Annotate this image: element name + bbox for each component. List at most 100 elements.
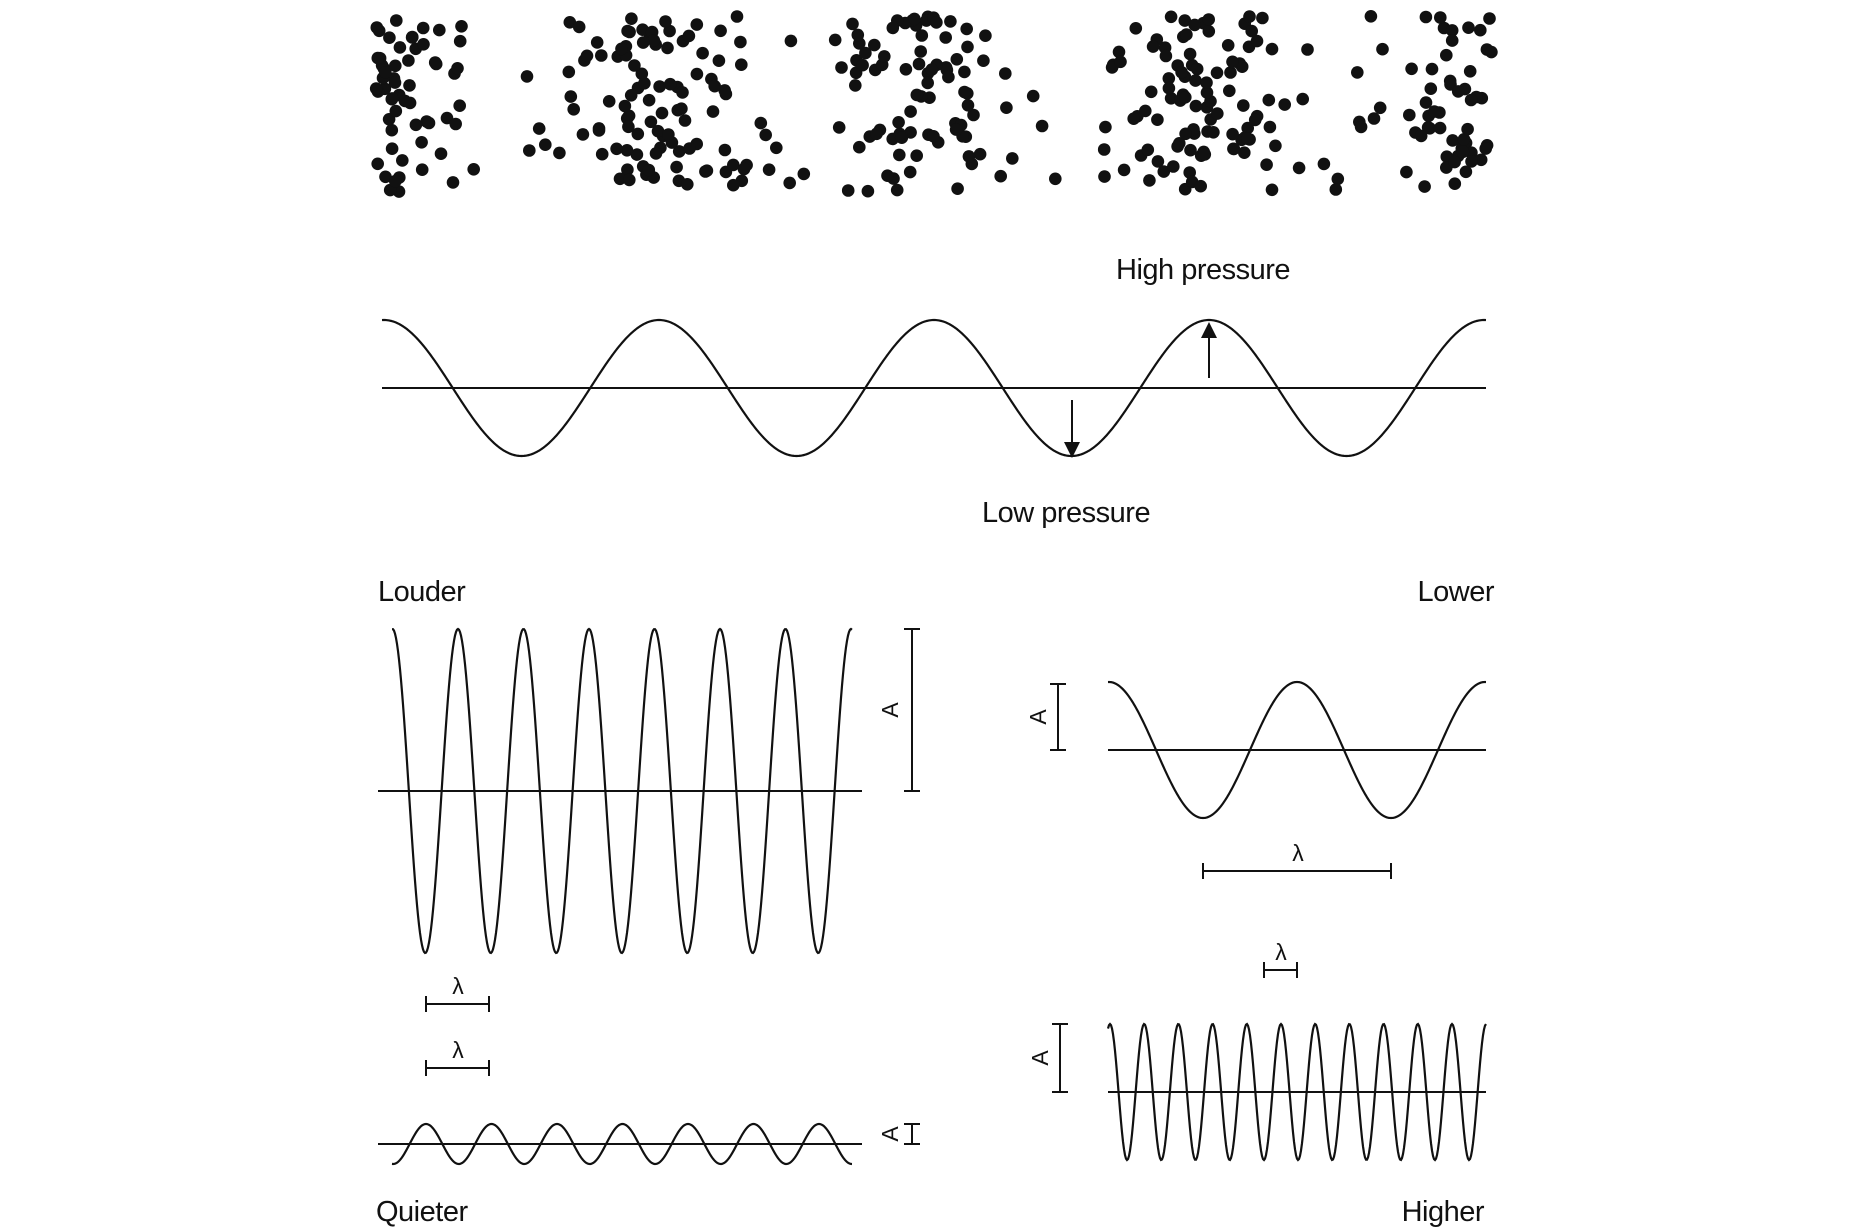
higher-wavelength-marker: λ xyxy=(1263,939,1298,978)
air-particle xyxy=(1456,145,1470,159)
air-particle xyxy=(1210,66,1224,80)
air-particle xyxy=(385,123,399,137)
lower-amplitude-symbol: A xyxy=(1025,709,1051,725)
air-particle xyxy=(393,41,407,54)
air-particle xyxy=(1000,101,1013,114)
air-particle xyxy=(403,79,416,92)
air-particle xyxy=(1112,45,1126,59)
air-particle xyxy=(1474,23,1487,37)
air-particle xyxy=(1141,143,1155,157)
quieter-wave-group: λ A Quieter xyxy=(376,1037,920,1228)
air-particle xyxy=(851,28,865,42)
air-particle xyxy=(930,16,943,29)
air-particle xyxy=(910,88,924,102)
air-particle xyxy=(622,109,636,123)
air-particle xyxy=(580,49,594,63)
air-particle xyxy=(846,17,859,31)
air-particle xyxy=(676,86,689,99)
air-particle xyxy=(1367,112,1381,125)
air-particle xyxy=(950,53,964,66)
air-particle xyxy=(532,122,546,135)
air-particle xyxy=(1329,183,1343,196)
air-particle xyxy=(727,178,740,192)
air-particle xyxy=(949,123,963,136)
air-particle xyxy=(1451,85,1465,98)
air-particle xyxy=(1457,133,1471,146)
air-particle xyxy=(1443,74,1457,88)
air-particle xyxy=(1226,55,1239,69)
lower-label: Lower xyxy=(1418,576,1495,608)
pressure-wave xyxy=(381,318,1487,458)
air-particle xyxy=(961,99,975,112)
air-particle xyxy=(868,38,881,52)
air-particle xyxy=(1421,121,1435,134)
air-particle xyxy=(1180,28,1193,41)
air-particle xyxy=(1127,112,1140,125)
lower-wavelength-marker: λ xyxy=(1202,840,1392,879)
air-particle xyxy=(1237,99,1250,112)
air-particle xyxy=(371,51,385,65)
air-particle xyxy=(433,23,446,37)
air-particle xyxy=(635,67,649,81)
air-particle xyxy=(1448,177,1462,190)
air-particle xyxy=(979,29,992,42)
air-particle xyxy=(1114,55,1127,69)
air-particle xyxy=(572,20,586,34)
air-particle xyxy=(390,14,403,27)
air-particle xyxy=(663,24,676,38)
air-particle xyxy=(453,34,467,48)
air-particle xyxy=(973,147,987,161)
air-particle xyxy=(1151,155,1165,168)
air-particle xyxy=(613,172,627,186)
air-particle xyxy=(700,164,714,177)
air-particle xyxy=(759,128,772,142)
air-particle xyxy=(416,21,430,35)
air-particle xyxy=(1188,18,1201,32)
air-particle xyxy=(1099,120,1112,134)
air-particle xyxy=(797,167,811,181)
air-particle xyxy=(615,42,628,56)
air-particle xyxy=(1263,120,1277,134)
air-particle xyxy=(912,57,926,71)
air-particle xyxy=(670,160,683,174)
air-particle xyxy=(663,77,677,91)
air-particle xyxy=(446,176,460,189)
air-particle xyxy=(602,95,616,108)
air-particle xyxy=(914,45,927,58)
air-particle xyxy=(1260,158,1273,171)
air-particle xyxy=(1151,113,1164,126)
air-particle xyxy=(696,46,709,60)
air-particle xyxy=(520,70,534,83)
air-particle xyxy=(1376,42,1389,56)
air-particle xyxy=(563,15,577,29)
air-particle xyxy=(1117,163,1131,177)
air-particle xyxy=(388,76,402,89)
air-particle xyxy=(405,31,419,44)
air-particle xyxy=(681,178,694,191)
air-particle xyxy=(1331,172,1345,186)
air-particle xyxy=(675,102,688,115)
air-particle xyxy=(690,18,704,31)
air-particle xyxy=(683,142,696,155)
air-particle xyxy=(859,46,872,60)
air-particle xyxy=(1202,25,1216,38)
air-particle xyxy=(1425,62,1439,76)
air-particle xyxy=(967,108,980,122)
air-particle xyxy=(958,65,971,79)
air-particle xyxy=(1211,107,1224,120)
air-particle xyxy=(832,121,846,134)
air-particle xyxy=(1474,153,1488,167)
air-particle xyxy=(623,173,636,187)
air-particle xyxy=(385,92,399,105)
air-particle xyxy=(1483,12,1496,25)
air-particle xyxy=(1129,22,1143,35)
air-particle xyxy=(428,56,442,69)
air-particle xyxy=(636,36,650,49)
air-particle xyxy=(1006,152,1019,165)
higher-wave xyxy=(1106,1022,1487,1162)
air-particle xyxy=(1256,11,1269,25)
air-particle xyxy=(730,10,744,23)
air-particle xyxy=(1173,137,1186,150)
air-particle xyxy=(1296,92,1309,106)
air-particle xyxy=(890,183,904,197)
